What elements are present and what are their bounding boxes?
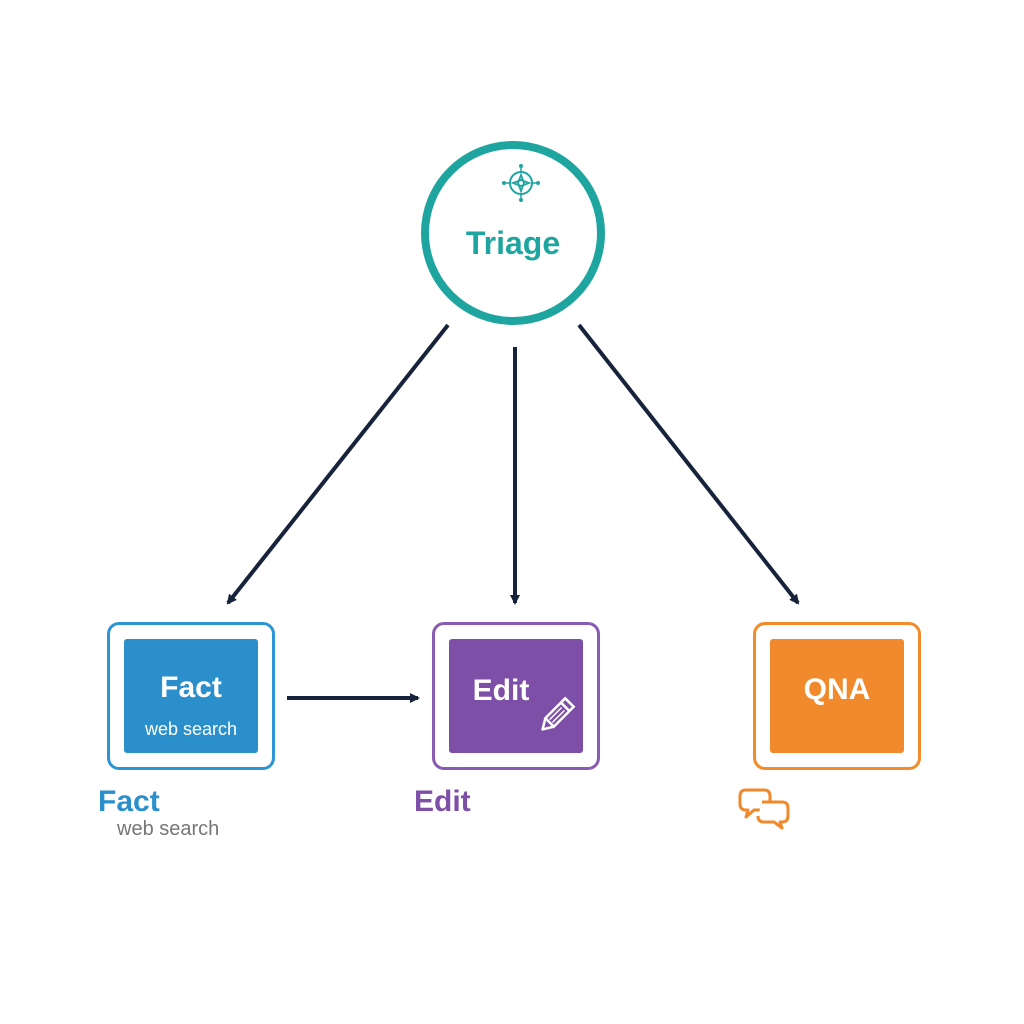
fact-caption-subtitle: web search	[117, 818, 220, 840]
edit-caption-title: Edit	[414, 785, 471, 818]
edit-node-fill: Edit	[449, 639, 583, 753]
qna-node[interactable]: QNA	[753, 622, 921, 770]
fact-caption-title: Fact	[98, 785, 160, 818]
edge-triage-to-fact	[226, 323, 450, 605]
chat-bubbles-icon	[738, 788, 790, 830]
pencil-icon	[541, 696, 576, 731]
fact-node-subtitle: web search	[144, 719, 238, 739]
edit-node-title: Edit	[472, 674, 530, 707]
edge-triage-to-qna	[577, 323, 800, 605]
triage-node[interactable]: Triage	[421, 141, 605, 325]
edit-node[interactable]: Edit	[432, 622, 600, 770]
qna-node-title: QNA	[803, 673, 871, 706]
fact-node-fill: Fact web search	[124, 639, 258, 753]
fact-node[interactable]: Fact web search	[107, 622, 275, 770]
compass-target-icon	[502, 164, 540, 202]
qna-node-fill: QNA	[770, 639, 904, 753]
triage-label: Triage	[465, 225, 561, 261]
fact-node-title: Fact	[160, 671, 222, 704]
